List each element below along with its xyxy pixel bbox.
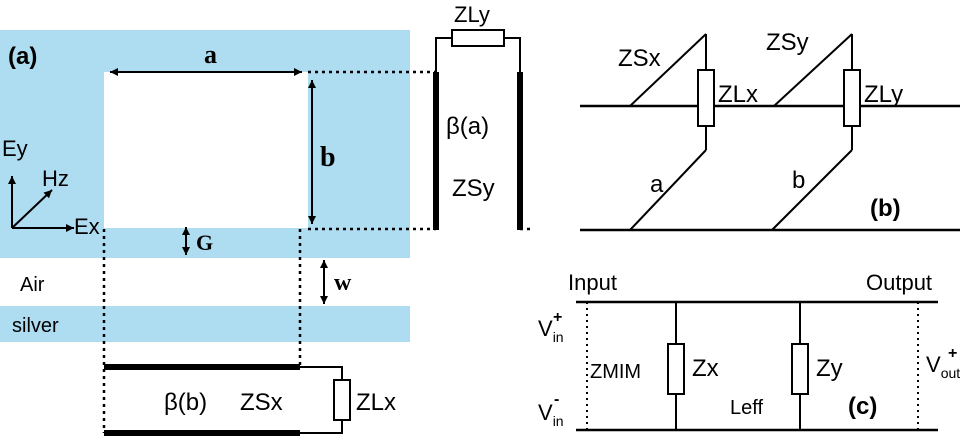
zmim-label: ZMIM [590, 361, 641, 383]
projection-lines [102, 70, 530, 433]
dimension-G-label: G [196, 230, 213, 255]
zsy-label: ZSy [766, 29, 809, 56]
zsx-stub [629, 33, 707, 107]
section-b-label: b [792, 167, 805, 194]
zly-label: ZLy [864, 81, 903, 108]
zsy-stub [773, 33, 853, 107]
section-b-line [771, 149, 853, 231]
zy-label: Zy [816, 355, 843, 382]
silver-layer [0, 306, 410, 342]
dimension-a-label: a [204, 40, 217, 69]
panel-a-tag: (a) [8, 43, 37, 70]
panel-b: ZSx ZLx a ZSy ZLy b (b) [580, 29, 960, 232]
vin-minus-superscript: - [554, 391, 559, 408]
ex-axis-label: Ex [74, 214, 100, 239]
hz-axis-arrow [11, 189, 53, 229]
output-label: Output [866, 270, 932, 295]
dimension-b-label: b [320, 142, 336, 173]
zly-load-resistor [451, 29, 505, 47]
zlx-resistor [697, 69, 715, 127]
zlx-load-label: ZLx [356, 389, 396, 416]
beta-a-label: β(a) [446, 113, 489, 140]
zly-load-label: ZLy [454, 2, 490, 27]
zx-shunt-resistor [667, 343, 685, 395]
input-label: Input [568, 270, 617, 295]
zsy-line-label: ZSy [452, 175, 495, 202]
transmission-line-a: ZLy β(a) ZSy [433, 2, 523, 230]
zlx-load-resistor [333, 379, 351, 421]
panel-a: (a) a b G w Ey Hz Ex Air silver [0, 2, 530, 436]
zy-shunt-resistor [791, 343, 809, 395]
zsx-label: ZSx [618, 45, 661, 72]
ey-axis-label: Ey [2, 136, 28, 161]
vout-plus-superscript: + [948, 345, 957, 362]
air-layer-label: Air [20, 274, 45, 296]
silver-layer-label: silver [12, 315, 59, 337]
vin-plus-superscript: + [553, 309, 562, 326]
zx-label: Zx [692, 355, 719, 382]
leff-label: Leff [730, 397, 763, 419]
panel-c-tag: (c) [848, 393, 877, 420]
rectangular-aperture [104, 72, 308, 228]
transmission-line-b: β(b) ZSx ZLx [104, 364, 396, 436]
dimension-w-label: w [334, 270, 352, 296]
panel-c: Input Output Zx Zy ZMIM Leff Vin + Vin -… [538, 270, 960, 432]
zly-resistor [843, 69, 861, 127]
panel-b-tag: (b) [870, 195, 901, 222]
vout-plus-label: Vout [926, 352, 960, 381]
vin-plus-label: Vin [538, 316, 564, 345]
beta-b-label: β(b) [164, 389, 207, 416]
zsx-line-label: ZSx [240, 389, 283, 416]
vin-minus-label: Vin [538, 400, 564, 429]
zlx-label: ZLx [718, 81, 758, 108]
section-a-line [629, 149, 707, 231]
hz-axis-label: Hz [42, 166, 69, 191]
section-a-label: a [650, 171, 664, 198]
